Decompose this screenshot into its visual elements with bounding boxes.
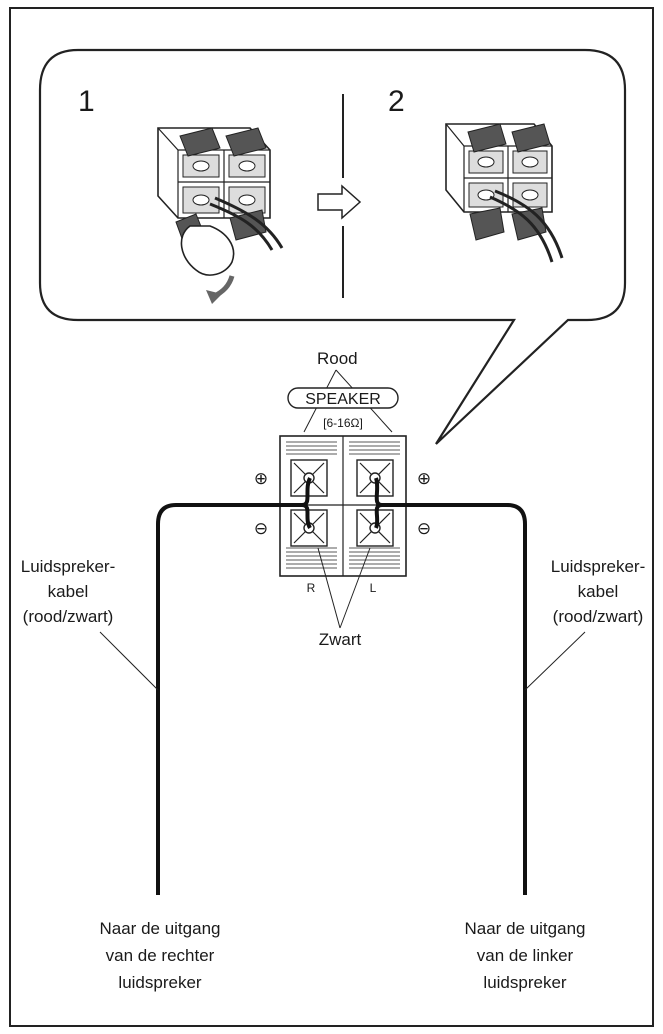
- left-speaker-cable: [156, 477, 312, 895]
- black-label: Zwart: [319, 630, 362, 649]
- step-arrow-icon: [317, 184, 362, 220]
- page-border: [9, 7, 654, 1027]
- bottom-left-label-line2: van de rechter: [106, 946, 215, 965]
- callout-bubble: [38, 48, 627, 445]
- right-cable-label-line2: kabel: [578, 582, 619, 601]
- bottom-right-label-line1: Naar de uitgang: [465, 919, 586, 938]
- minus-symbol-left: ⊖: [254, 519, 268, 538]
- red-label: Rood: [317, 349, 358, 368]
- right-cable-label-line1: Luidspreker-: [551, 557, 646, 576]
- bottom-right-label-line3: luidspreker: [483, 973, 566, 992]
- right-cable-leader: [524, 631, 586, 691]
- bottom-left-label-line1: Naar de uitgang: [100, 919, 221, 938]
- left-cable-label-line3: (rood/zwart): [23, 607, 114, 626]
- speaker-label: SPEAKER: [305, 391, 381, 408]
- bottom-right-label-line2: van de linker: [477, 946, 574, 965]
- plus-symbol-right: ⊕: [417, 469, 431, 488]
- step-2-illustration: [445, 123, 564, 263]
- right-speaker-cable: [374, 477, 527, 895]
- minus-symbol-right: ⊖: [417, 519, 431, 538]
- black-pointer-right: [339, 547, 371, 629]
- left-cable-leader: [99, 631, 159, 691]
- step-1-number: 1: [78, 85, 95, 118]
- bottom-left-label-line3: luidspreker: [118, 973, 201, 992]
- left-cable-label-line2: kabel: [48, 582, 89, 601]
- right-cable-label-line3: (rood/zwart): [553, 607, 644, 626]
- step-1-illustration: [157, 127, 284, 304]
- plus-symbol-left: ⊕: [254, 469, 268, 488]
- speaker-label-box: [287, 387, 399, 409]
- impedance-label: [6-16Ω]: [323, 416, 363, 430]
- left-cable-label-line1: Luidspreker-: [21, 557, 116, 576]
- channel-left-label: L: [370, 581, 377, 595]
- step-2-number: 2: [388, 85, 405, 118]
- black-pointer-left: [317, 547, 341, 629]
- channel-right-label: R: [307, 581, 316, 595]
